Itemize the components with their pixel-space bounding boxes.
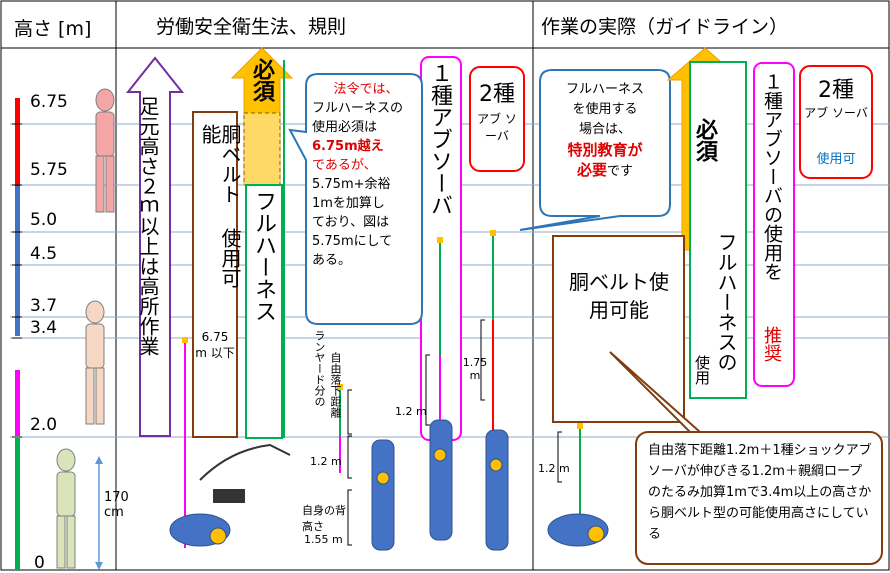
law-callout-l9: 5.75mにして xyxy=(312,234,393,249)
harness-image xyxy=(199,443,291,503)
absorber2-practice-top: 2種 xyxy=(818,78,854,103)
high-place-text: 足元高さ２ｍ以上は高所作業 xyxy=(136,96,160,356)
level-0: 0 xyxy=(34,553,45,573)
practice-callout-l3: 場合は、 xyxy=(578,122,631,137)
lanyard-length: 1.2 m xyxy=(310,455,342,468)
practice-callout-l5: 必要 xyxy=(576,161,607,179)
belt-practice-box xyxy=(552,235,685,423)
practice-callout-shape xyxy=(519,69,671,231)
person-height: 170 cm xyxy=(104,490,129,520)
absorber2-law-box xyxy=(469,66,525,172)
law-callout-l10: ある。 xyxy=(312,253,352,268)
law-callout-l6: 5.75m+余裕 xyxy=(312,177,391,192)
header-height: 高さ [m] xyxy=(14,18,92,40)
freefall-label: 自由落下距離 xyxy=(329,352,342,418)
law-callout-l8: ており、図は xyxy=(312,215,390,230)
use-practice: 使用 xyxy=(693,355,711,385)
level-3-4: 3.4 xyxy=(30,318,58,338)
required-law: 必須 xyxy=(249,58,274,102)
header-law: 労働安全衛生法、規則 xyxy=(156,16,347,38)
practice-callout-l1: フルハーネス xyxy=(565,82,644,97)
full-harness-law-box xyxy=(245,184,283,439)
level-5-75: 5.75 xyxy=(30,160,68,180)
practice-callout-l2: を使用する xyxy=(572,102,638,117)
absorber1-practice-box xyxy=(753,62,795,387)
level-4-5: 4.5 xyxy=(30,244,58,264)
law-callout-l4: 6.75m越え xyxy=(312,139,384,154)
full-harness-practice-box xyxy=(689,61,747,399)
law-callout-l2: フルハーネスの xyxy=(312,101,404,116)
level-2-0: 2.0 xyxy=(30,415,58,435)
law-callout-l5: であるが、 xyxy=(312,158,377,173)
full-harness-law: フルハーネス xyxy=(251,190,276,322)
law-callout: 法令では、 フルハーネスの 使用必須は 6.75m越え であるが、 5.75m+… xyxy=(312,80,420,270)
body-height-value: 1.55 m xyxy=(304,533,343,546)
level-3-7: 3.7 xyxy=(30,296,58,316)
level-6-75: 6.75 xyxy=(30,92,68,112)
recommend-practice: 推奨 xyxy=(761,326,782,362)
absorber2-law-top: 2種 xyxy=(479,82,515,107)
bottom-note-box xyxy=(635,431,883,565)
full-harness-practice: フルハーネスの xyxy=(714,232,738,372)
absorber1-practice: １種アブソーバの使用を xyxy=(761,72,783,281)
fallen-figures xyxy=(169,419,609,551)
practice-callout: フルハーネス を使用する 場合は、 特別教育が 必要です xyxy=(546,80,664,182)
absorber2-law-bottom: アブ ソーバ xyxy=(477,112,517,143)
figure-mid xyxy=(85,300,105,425)
body-height-label: 自身の背高さ xyxy=(302,504,346,533)
absorber1-law: １種アブソーバ xyxy=(427,62,452,216)
figure-bottom xyxy=(56,448,76,569)
practice-callout-l6: です xyxy=(607,164,634,179)
belt-text: 胴ベルト 使用可能 xyxy=(198,124,242,288)
absorber2-practice-box xyxy=(799,65,873,179)
law-callout-l3: 使用必須は xyxy=(312,120,378,135)
lanyard-label: ランヤード分の xyxy=(313,330,326,407)
belt-box xyxy=(192,111,238,438)
level-5-0: 5.0 xyxy=(30,210,58,230)
header-practice: 作業の実際（ガイドライン） xyxy=(541,16,789,38)
bottom-note: 自由落下距離1.2m＋1種ショックアブソーバが伸びきる1.2m＋親綱ロープのたる… xyxy=(648,443,872,542)
practice-callout-l4: 特別教育が xyxy=(567,141,643,159)
law-callout-l7: 1mを加算し xyxy=(312,196,385,211)
required-practice: 必須 xyxy=(692,118,717,162)
practice-fall-1-2: 1.2 m xyxy=(538,462,570,475)
high-place-arrow xyxy=(125,56,185,437)
fall-1-75: 1.75 m xyxy=(462,356,488,382)
absorber2-practice-mid: アブ ソーバ xyxy=(804,106,868,120)
figure-top xyxy=(95,88,115,213)
law-callout-shape xyxy=(288,73,423,325)
law-callout-l1: 法令では、 xyxy=(333,82,399,97)
belt-limit: 6.75 m 以下 xyxy=(195,330,235,360)
belt-practice: 胴ベルト使用可能 xyxy=(569,270,669,322)
freefall-len: 1.2 m xyxy=(395,405,427,418)
absorber2-practice-ok: 使用可 xyxy=(816,152,856,167)
